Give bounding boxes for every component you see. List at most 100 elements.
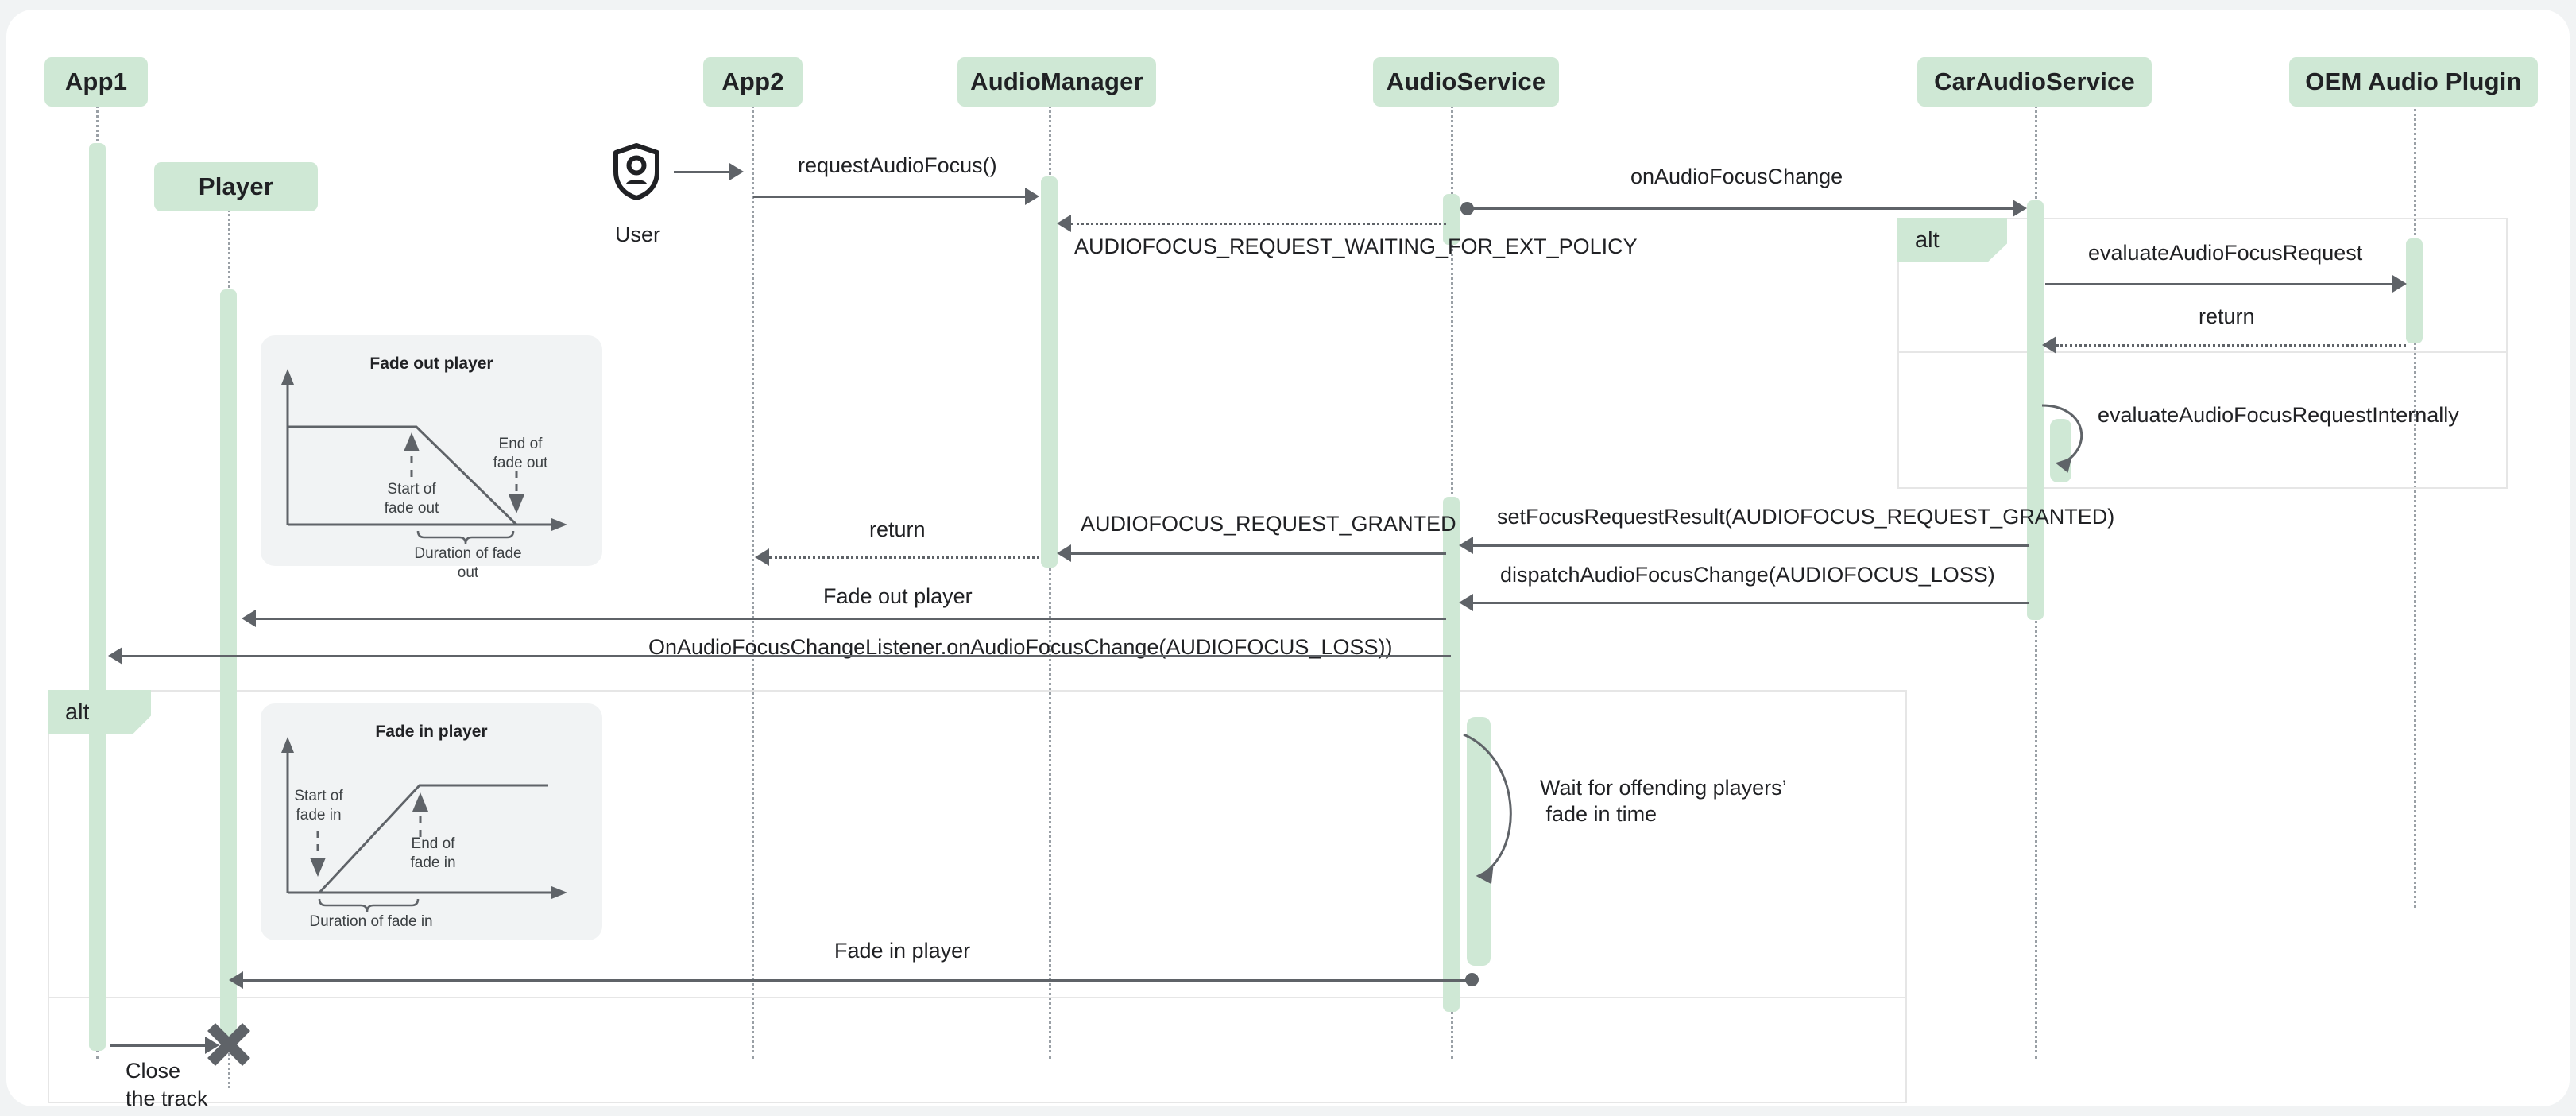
msg-close-the-track-arrowhead	[205, 1037, 219, 1054]
note-fade-in-end-label: End of fade in	[381, 835, 485, 873]
participant-player[interactable]: Player	[154, 162, 318, 211]
msg-evaluate-audio-focus-request-line	[2045, 283, 2395, 285]
msg-wait-fade-in-time-line2: fade in time	[1540, 801, 1657, 826]
msg-wait-fade-in-time-label: Wait for offending players’ fade in time	[1540, 775, 1787, 827]
fragment-alt-fadein-separator	[49, 997, 1905, 998]
msg-audiofocus-granted-arrowhead	[1057, 544, 1071, 562]
note-fade-in-chart	[281, 737, 567, 913]
note-fade-in-title: Fade in player	[375, 723, 488, 741]
participant-caraudioservice-label: CarAudioService	[1934, 68, 2135, 95]
note-fade-in-start-label: Start of fade in	[267, 787, 370, 825]
msg-fade-out-player-arrowhead	[242, 610, 256, 627]
msg-on-audio-focus-change-label: onAudioFocusChange	[1630, 165, 1843, 188]
participant-audioservice-label: AudioService	[1386, 68, 1546, 95]
user-label: User	[615, 223, 661, 246]
msg-close-the-track-line2: the track	[126, 1087, 208, 1106]
msg-audiofocus-granted-line	[1071, 552, 1446, 555]
msg-dispatch-audio-focus-change-label: dispatchAudioFocusChange(AUDIOFOCUS_LOSS…	[1500, 563, 1995, 587]
msg-request-audio-focus-line	[753, 196, 1027, 198]
note-fade-in-end-line2: fade in	[410, 854, 456, 871]
participant-caraudioservice[interactable]: CarAudioService	[1917, 57, 2152, 107]
participant-app1[interactable]: App1	[44, 57, 148, 107]
msg-listener-on-audio-focus-change-line	[122, 655, 1451, 657]
msg-evaluate-audio-focus-request-arrowhead	[2392, 275, 2407, 293]
activation-app1	[89, 143, 106, 1051]
diagram-canvas: alt alt App1 Player App2 AudioManager Au…	[6, 10, 2570, 1106]
msg-manager-return-arrowhead	[755, 548, 769, 566]
msg-waiting-for-ext-policy-label: AUDIOFOCUS_REQUEST_WAITING_FOR_EXT_POLIC…	[1074, 234, 1638, 258]
msg-fade-out-player-line	[254, 618, 1446, 620]
msg-on-audio-focus-change-arrowhead	[2013, 200, 2027, 217]
note-fade-out-end-label: End of fade out	[469, 435, 572, 473]
msg-set-focus-request-result-arrowhead	[1459, 537, 1473, 554]
note-fade-out-start-line1: Start of	[387, 481, 436, 498]
note-fade-out-end-line2: fade out	[493, 454, 548, 471]
msg-close-the-track-line	[110, 1044, 207, 1047]
msg-fade-in-player-label: Fade in player	[834, 939, 971, 963]
msg-close-the-track-label: Close the track	[126, 1057, 208, 1106]
note-fade-in-player: Fade in player Start of fade	[261, 703, 602, 940]
msg-listener-on-audio-focus-change-arrowhead	[108, 647, 122, 665]
msg-fade-in-player-line	[242, 979, 1472, 982]
fragment-alt-fadein	[48, 690, 1907, 1103]
activation-audioservice-1	[1443, 194, 1460, 245]
fragment-alt-oem	[1897, 218, 2508, 489]
note-fade-in-start-line1: Start of	[294, 788, 343, 804]
participant-audioservice[interactable]: AudioService	[1373, 57, 1559, 107]
msg-dispatch-audio-focus-change-line	[1473, 602, 2029, 604]
note-fade-out-end-line1: End of	[498, 436, 543, 452]
msg-waiting-for-ext-policy-line	[1071, 223, 1446, 225]
msg-user-to-app2-line	[674, 171, 731, 173]
msg-manager-return-label: return	[869, 517, 926, 541]
note-fade-out-duration-label: Duration of fade out	[414, 545, 522, 581]
participant-oemplugin-label: OEM Audio Plugin	[2305, 68, 2522, 95]
note-fade-in-duration-label: Duration of fade in	[309, 913, 433, 930]
msg-wait-fade-in-time-line1: Wait for offending players’	[1540, 776, 1787, 800]
msg-close-the-track-line1: Close	[126, 1059, 181, 1083]
note-fade-out-title: Fade out player	[369, 355, 493, 373]
participant-audiomanager-label: AudioManager	[970, 68, 1143, 95]
msg-on-audio-focus-change-line	[1467, 207, 2023, 210]
msg-set-focus-request-result-line	[1473, 544, 2029, 547]
msg-fade-in-player-arrowhead	[229, 971, 243, 989]
note-fade-out-chart	[281, 369, 567, 544]
msg-evaluate-audio-focus-request-label: evaluateAudioFocusRequest	[2088, 241, 2363, 265]
participant-oemplugin[interactable]: OEM Audio Plugin	[2289, 57, 2538, 107]
msg-user-to-app2-arrowhead	[729, 163, 744, 180]
lifeline-audiomanager	[1049, 105, 1051, 1059]
note-fade-out-start-label: Start of fade out	[356, 480, 467, 518]
activation-caraudio	[2027, 200, 2044, 620]
note-fade-in-end-line1: End of	[411, 835, 455, 852]
msg-manager-return-line	[769, 556, 1039, 559]
msg-evaluate-internally-label: evaluateAudioFocusRequestInternally	[2098, 403, 2459, 427]
activation-player	[220, 289, 237, 1046]
participant-app2[interactable]: App2	[703, 57, 803, 107]
fragment-alt-oem-separator	[1899, 351, 2506, 353]
msg-request-audio-focus-label: requestAudioFocus()	[798, 153, 997, 177]
msg-fade-out-player-label: Fade out player	[823, 584, 973, 608]
msg-wait-fade-in-time-loop	[1463, 733, 1512, 885]
msg-oem-return-label: return	[2199, 304, 2255, 328]
activation-audiomanager	[1041, 176, 1058, 568]
msg-oem-return-line	[2056, 344, 2406, 347]
msg-evaluate-internally-loop	[2041, 404, 2083, 473]
participant-app1-label: App1	[64, 68, 128, 95]
fragment-alt-oem-label: alt	[1897, 218, 2007, 262]
msg-audiofocus-granted-label: AUDIOFOCUS_REQUEST_GRANTED	[1081, 512, 1456, 536]
activation-audioservice-3	[1467, 717, 1491, 966]
participant-app2-label: App2	[721, 68, 784, 95]
lifeline-oemplugin	[2414, 105, 2416, 908]
participant-audiomanager[interactable]: AudioManager	[957, 57, 1156, 107]
msg-set-focus-request-result-label: setFocusRequestResult(AUDIOFOCUS_REQUEST…	[1497, 505, 2115, 529]
lifeline-app2	[752, 105, 754, 1059]
msg-oem-return-arrowhead	[2042, 336, 2056, 354]
msg-request-audio-focus-arrowhead	[1025, 188, 1039, 205]
activation-oemplugin	[2406, 238, 2423, 343]
participant-player-label: Player	[198, 172, 274, 200]
msg-fade-in-player-origin-dot	[1465, 973, 1479, 986]
destroy-x-marker	[205, 1021, 253, 1068]
msg-waiting-for-ext-policy-arrowhead	[1057, 215, 1071, 232]
activation-audioservice-2	[1443, 497, 1460, 1012]
msg-dispatch-audio-focus-change-arrowhead	[1459, 594, 1473, 611]
